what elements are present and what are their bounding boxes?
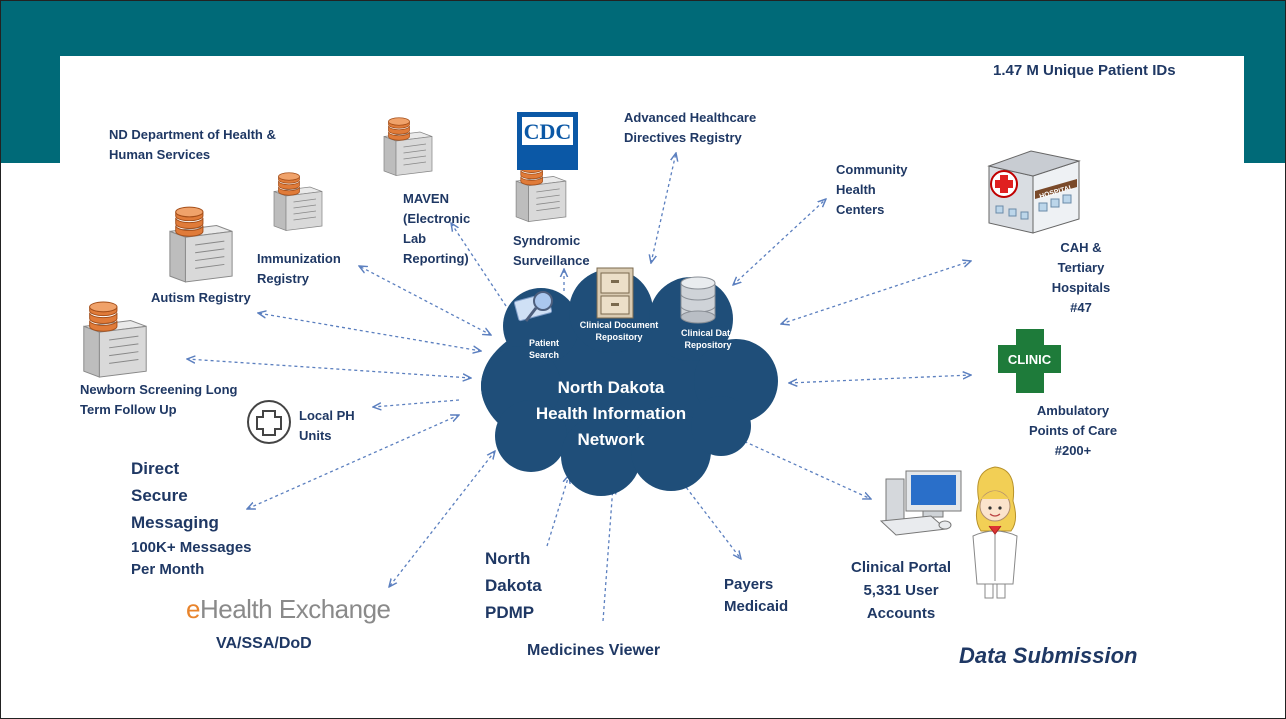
clinical-data-repository-label: Clinical Data Repository (680, 328, 736, 350)
ambulatory-label: Ambulatory Points of Care #200+ (1028, 403, 1118, 458)
medicines-viewer-label: Medicines Viewer (527, 642, 661, 659)
server-icon (83, 301, 147, 378)
patient-ids-label: 1.47 M Unique Patient IDs (993, 62, 1176, 79)
advanced-directives-label: Advanced Healthcare Directives Registry (624, 110, 757, 145)
data-submission-label: Data Submission (959, 643, 1138, 668)
doctor-icon (972, 466, 1018, 599)
arrow-ehealth (389, 451, 495, 587)
arrow-community-health (733, 199, 826, 285)
cah-hospitals-label: CAH & Tertiary Hospitals #47 (1051, 240, 1111, 315)
hub-title: North Dakota Health Information Network (535, 378, 687, 449)
hospital-icon: HOSPITAL (987, 150, 1081, 234)
direct-messaging-label: Direct Secure Messaging (131, 459, 219, 532)
nd-dept-label: ND Department of Health & Human Services (109, 127, 276, 162)
autism-label: Autism Registry (151, 290, 251, 305)
payers-medicaid-label: Payers Medicaid (724, 576, 789, 615)
arrow-maven (451, 223, 507, 307)
cloud-shape (481, 269, 778, 496)
immunization-label: Immunization Registry (257, 251, 341, 286)
server-icon (515, 161, 567, 223)
ehealth-e: e (186, 594, 200, 624)
clinic-sign-text: CLINIC (1008, 352, 1052, 367)
arrow-cah (781, 261, 971, 324)
local-ph-label: Local PH Units (299, 408, 355, 443)
clinic-icon: CLINIC (998, 329, 1061, 393)
arrow-local-ph (373, 399, 460, 407)
arrow-advanced-directives (651, 153, 676, 263)
arrow-direct-messaging (247, 415, 459, 509)
server-icon (383, 117, 433, 176)
arrow-newborn (187, 359, 471, 378)
plus-icon (247, 400, 291, 444)
patient-search-label: Patient Search (528, 338, 560, 360)
computer-icon (879, 470, 962, 536)
ehealth-exchange-logo: eHealth Exchange (186, 594, 391, 625)
connector-arrows (187, 153, 971, 622)
cdc-logo-text: CDC (524, 119, 572, 144)
clinical-document-repository-label: Clinical Document Repository (579, 320, 659, 342)
ehealth-name: Health Exchange (199, 594, 391, 624)
community-health-label: Community Health Centers (836, 162, 908, 217)
database-icon (680, 276, 716, 324)
magnifier-icon (513, 291, 553, 322)
server-icon (169, 206, 233, 283)
filing-cabinet-icon (596, 267, 634, 319)
va-ssa-dod-label: VA/SSA/DoD (216, 635, 312, 652)
direct-messages-count: 100K+ Messages Per Month (131, 539, 252, 578)
arrow-clinical-portal (738, 438, 871, 499)
arrow-payers (679, 478, 741, 559)
server-icon (273, 172, 323, 231)
arrow-ambulatory (789, 375, 971, 383)
arrow-medicines-viewer (602, 486, 613, 622)
newborn-label: Newborn Screening Long Term Follow Up (80, 382, 238, 417)
arrow-immunization (359, 266, 491, 335)
maven-label: MAVEN (Electronic Lab Reporting) (403, 191, 471, 266)
syndromic-surveillance-label: Syndromic Surveillance (513, 233, 590, 268)
arrow-pdmp (546, 475, 569, 547)
clinical-portal-label: Clinical Portal 5,331 User Accounts (850, 559, 952, 622)
arrow-autism (258, 313, 481, 351)
cdc-logo: CDC (517, 112, 578, 170)
nd-pdmp-label: North Dakota PDMP (485, 549, 542, 622)
